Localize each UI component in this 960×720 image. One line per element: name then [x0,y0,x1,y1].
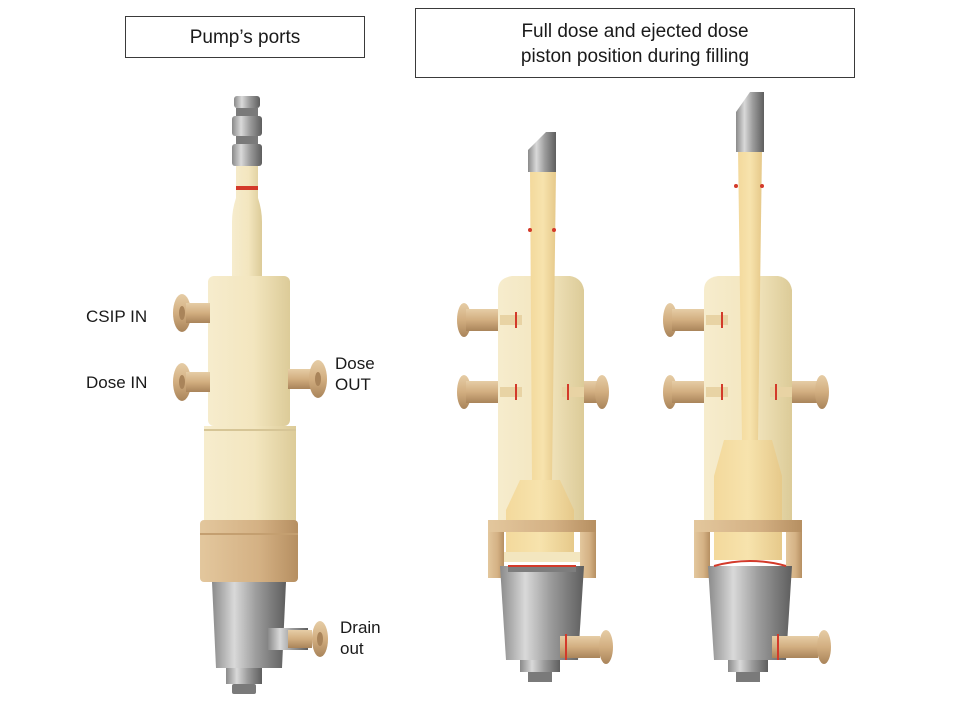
piston-position-title-line2: piston position during filling [520,46,750,67]
csip-in-label: CSIP IN [86,306,147,327]
pump-cutaway-full-dose [457,132,613,682]
pump-ports-title: Pump’s ports [125,16,365,58]
dose-out-label: Dose OUT [335,353,375,395]
dose-out-label-line1: Dose [335,354,375,373]
dose-in-label-text: Dose IN [86,373,148,392]
dose-in-label: Dose IN [86,372,147,393]
dose-out-label-line2: OUT [335,375,371,394]
piston-position-title: Full dose and ejected dose piston positi… [415,8,855,78]
piston-position-title-line1: Full dose and ejected dose [521,21,749,42]
drain-out-label-line2: out [340,639,364,658]
pump-ports-title-text: Pump’s ports [189,27,301,48]
pump-cutaway-ejected-dose [663,92,831,682]
drain-out-label: Drain out [340,617,381,659]
csip-in-label-text: CSIP IN [86,307,148,326]
pump-exterior [173,96,328,694]
drain-out-label-line1: Drain [340,618,381,637]
